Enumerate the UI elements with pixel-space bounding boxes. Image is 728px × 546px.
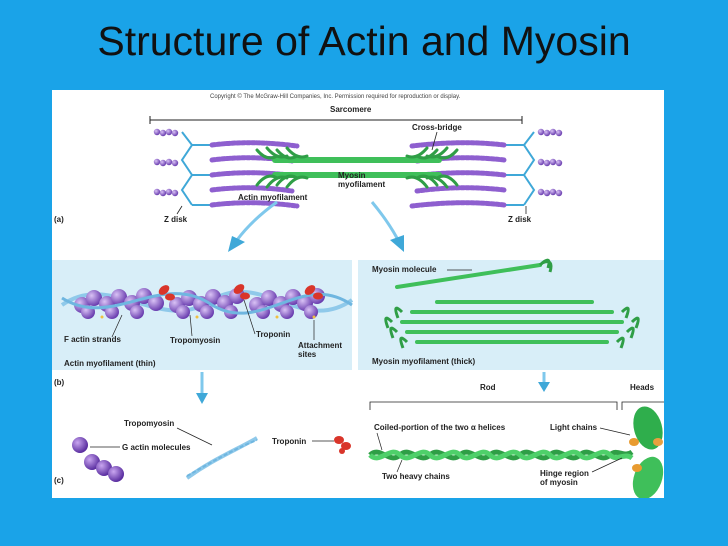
panel-b-myosin: Myosin molecule Myosin myofilament (thic…	[358, 258, 664, 370]
troponin-label-b: Troponin	[256, 330, 290, 339]
myosin-molecule-label: Myosin molecule	[372, 265, 437, 274]
g-actin-beads	[72, 437, 124, 482]
z-disk-right	[504, 131, 536, 206]
myosin-myofilament-label-1: Myosin	[338, 171, 366, 180]
tropomyosin-molecule	[185, 436, 258, 480]
panel-c-actin: G actin molecules Tropomyosin Troponin (…	[54, 419, 351, 485]
troponin-complexes	[158, 284, 323, 301]
myosin-heads	[629, 406, 664, 498]
hinge-label-1: Hinge region	[540, 469, 589, 478]
rod-label: Rod	[480, 383, 496, 392]
panel-b-actin: F actin strands Tropomyosin Troponin Att…	[52, 260, 354, 370]
z-disk-left-label: Z disk	[164, 215, 188, 224]
tropomyosin-label-b: Tropomyosin	[170, 336, 220, 345]
heads-label: Heads	[630, 383, 655, 392]
coiled-portion-label: Coiled-portion of the two α helices	[374, 423, 506, 432]
hinge-label-2: of myosin	[540, 478, 578, 487]
copyright-text: Copyright © The McGraw-Hill Companies, I…	[210, 93, 461, 100]
myosin-rod-helix	[368, 449, 634, 461]
troponin-label-c: Troponin	[272, 437, 306, 446]
actin-thin-label: Actin myofilament (thin)	[64, 359, 156, 368]
myosin-thick-bundle	[400, 300, 624, 344]
tropomyosin-label-c: Tropomyosin	[124, 419, 174, 428]
attachment-label-2: sites	[298, 350, 317, 359]
attachment-site-dots	[100, 315, 316, 319]
panel-a: Sarcomere	[54, 105, 563, 252]
arrow-to-g-actin	[196, 372, 208, 404]
f-actin-label: F actin strands	[64, 335, 121, 344]
g-actin-label: G actin molecules	[122, 443, 191, 452]
cross-bridge-label: Cross-bridge	[412, 123, 462, 132]
panel-a-tag: (a)	[54, 215, 64, 224]
sarcomere-label: Sarcomere	[330, 105, 372, 114]
actin-myofilament-label: Actin myofilament	[238, 193, 308, 202]
attachment-label-1: Attachment	[298, 341, 342, 350]
myosin-thick-label: Myosin myofilament (thick)	[372, 357, 475, 366]
myosin-myofilament-label-2: myofilament	[338, 180, 385, 189]
myosin-molecule	[395, 258, 553, 289]
z-disk-left	[180, 131, 212, 206]
z-disk-right-label: Z disk	[508, 215, 532, 224]
arrow-to-actin	[228, 200, 278, 252]
arrow-to-myosin-detail	[538, 372, 550, 392]
panel-b-tag: (b)	[54, 378, 65, 387]
myosin-filament-a	[255, 146, 459, 189]
panel-c-tag: (c)	[54, 476, 64, 485]
slide-title: Structure of Actin and Myosin	[97, 18, 631, 64]
panel-c-myosin: Rod Heads Coiled-portion of the two α he…	[368, 383, 664, 498]
actin-myosin-figure: Copyright © The McGraw-Hill Companies, I…	[52, 90, 664, 498]
arrow-to-myosin	[370, 201, 404, 252]
myosin-bundle-heads	[384, 306, 640, 349]
light-chains-label: Light chains	[550, 423, 598, 432]
troponin-molecule	[334, 436, 351, 454]
actin-filaments-a	[153, 128, 563, 209]
heavy-chains-label: Two heavy chains	[382, 472, 450, 481]
